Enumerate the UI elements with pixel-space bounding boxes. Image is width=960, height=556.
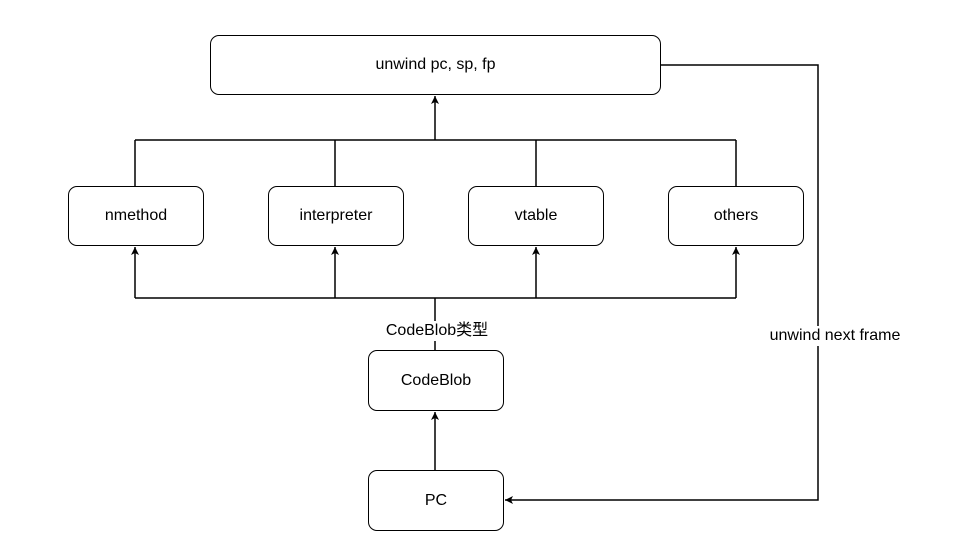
pc-node: PC <box>368 470 504 531</box>
codeblob-node: CodeBlob <box>368 350 504 411</box>
vtable-node: vtable <box>468 186 604 246</box>
unwind-node: unwind pc, sp, fp <box>210 35 661 95</box>
codeblob-type-label: CodeBlob类型 <box>383 321 491 341</box>
unwind-next-frame-label: unwind next frame <box>767 326 903 346</box>
edge-unwind-next-frame <box>505 64 819 504</box>
nmethod-node: nmethod <box>68 186 204 246</box>
others-node: others <box>668 186 804 246</box>
interpreter-node: interpreter <box>268 186 404 246</box>
